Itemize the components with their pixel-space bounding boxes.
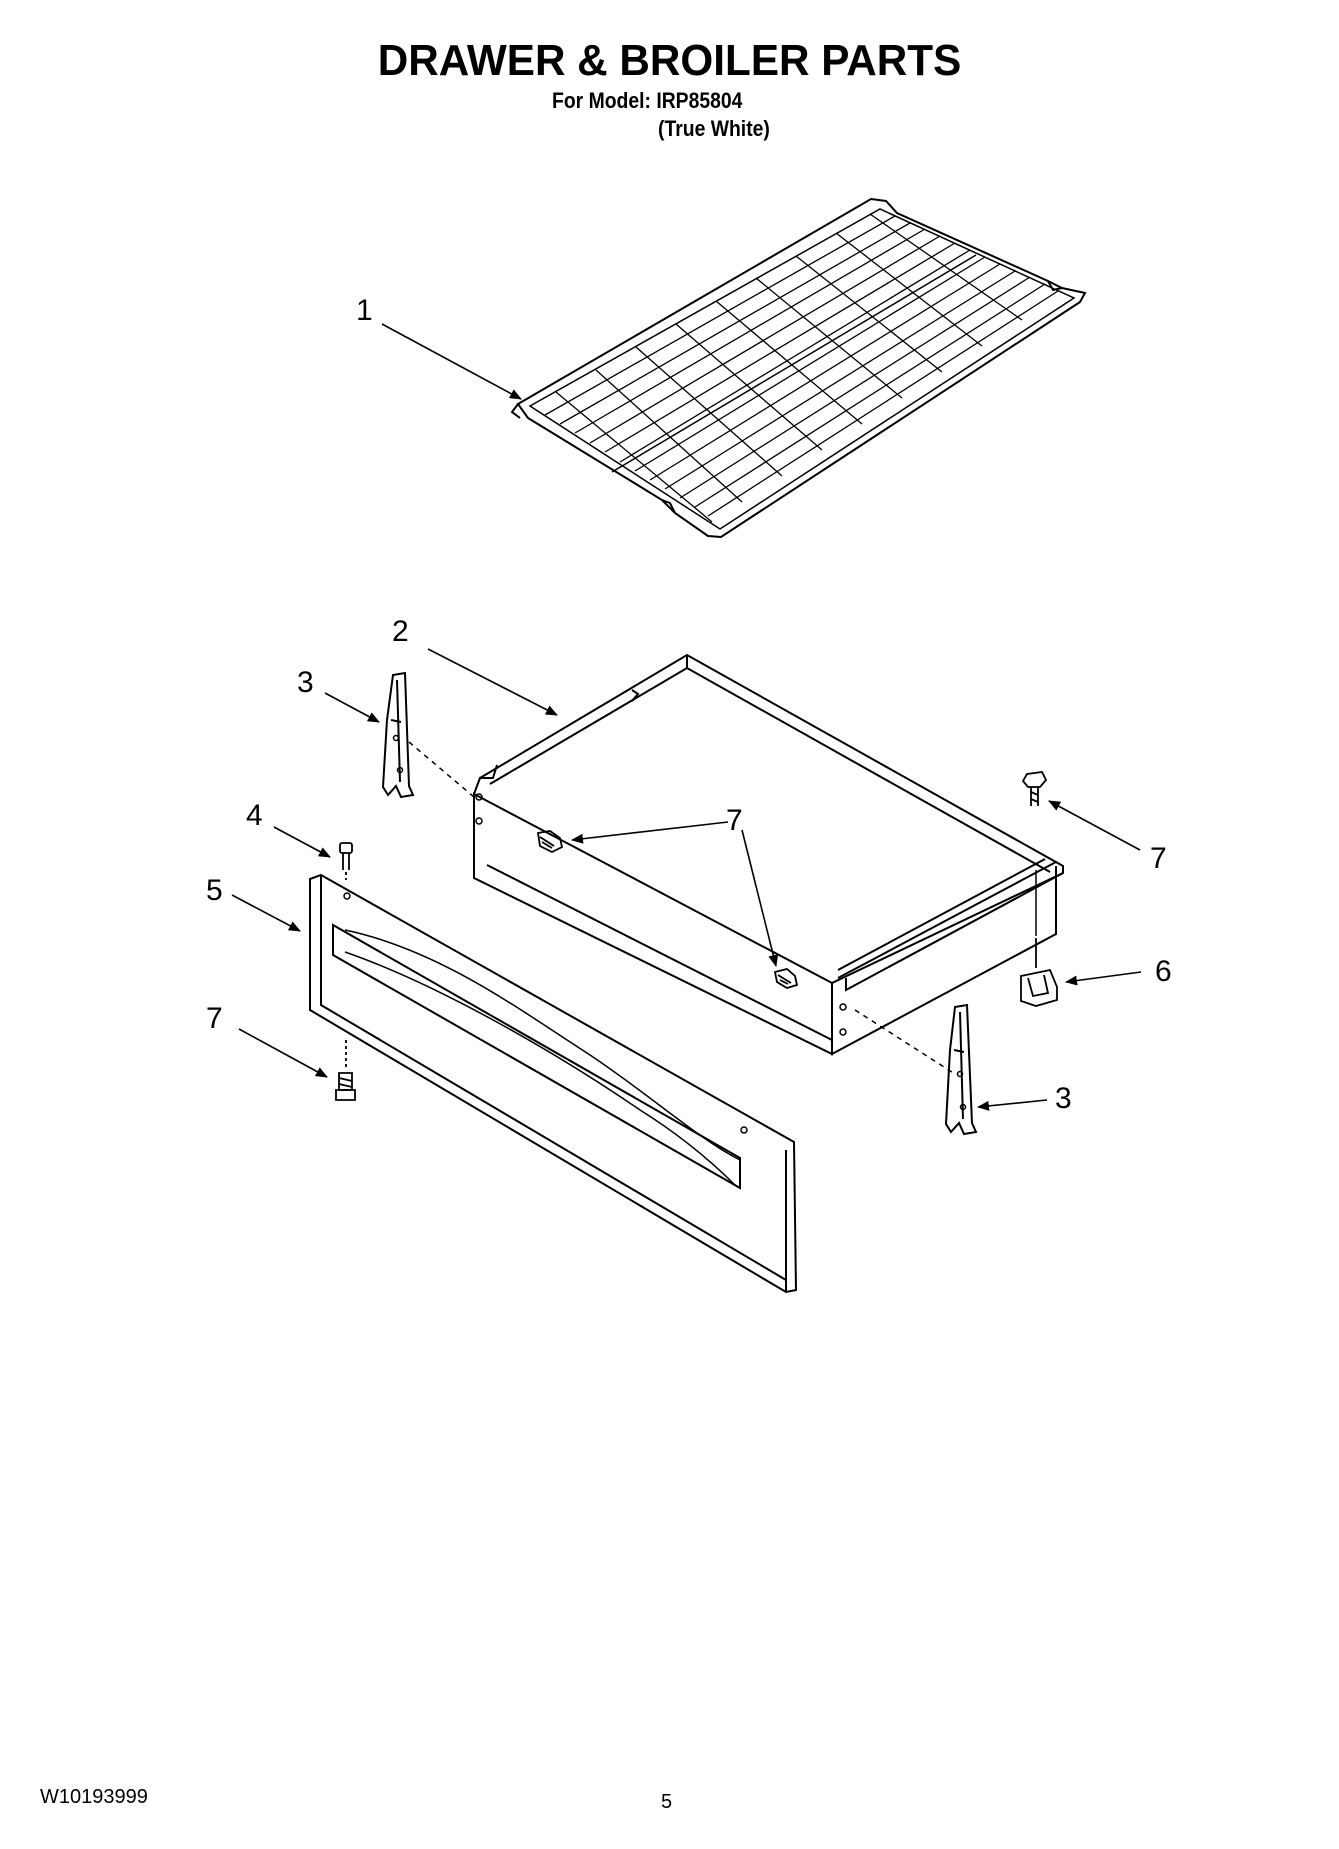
document-number: W10193999 [40,1786,148,1808]
color-line: (True White) [658,116,770,141]
callout-1: 1 [356,294,373,327]
screw-part-7-center [536,830,564,854]
page-number: 5 [661,1791,673,1813]
callout-7-bottom-left: 7 [206,1002,223,1035]
clip-part-6 [1020,870,1058,1007]
drawer-body-part [473,653,1064,1056]
callout-3-left: 3 [297,666,314,699]
callout-2: 2 [392,615,409,648]
broiler-rack-part [510,197,1087,539]
screw-part-7-top-right [1021,771,1048,806]
callout-6: 6 [1155,955,1172,988]
page-title: DRAWER & BROILER PARTS [377,36,962,85]
drawer-front-panel-part [309,873,798,1294]
assembly-dashed-lines [408,741,956,1075]
model-line: For Model: IRP85804 [552,88,743,113]
callout-3-right: 3 [1055,1082,1072,1115]
drawer-slide-left [381,671,415,799]
drawer-slide-right [944,1003,978,1136]
screw-part-7-front-right [773,968,799,989]
callout-7-top-right: 7 [1150,842,1167,875]
callout-5: 5 [206,874,223,907]
callout-7-center: 7 [726,804,743,837]
screw-part-4 [339,842,353,880]
callout-4: 4 [246,799,263,832]
screw-part-7-bottom-left [335,1040,356,1101]
callout-leaders [231,323,1142,1111]
